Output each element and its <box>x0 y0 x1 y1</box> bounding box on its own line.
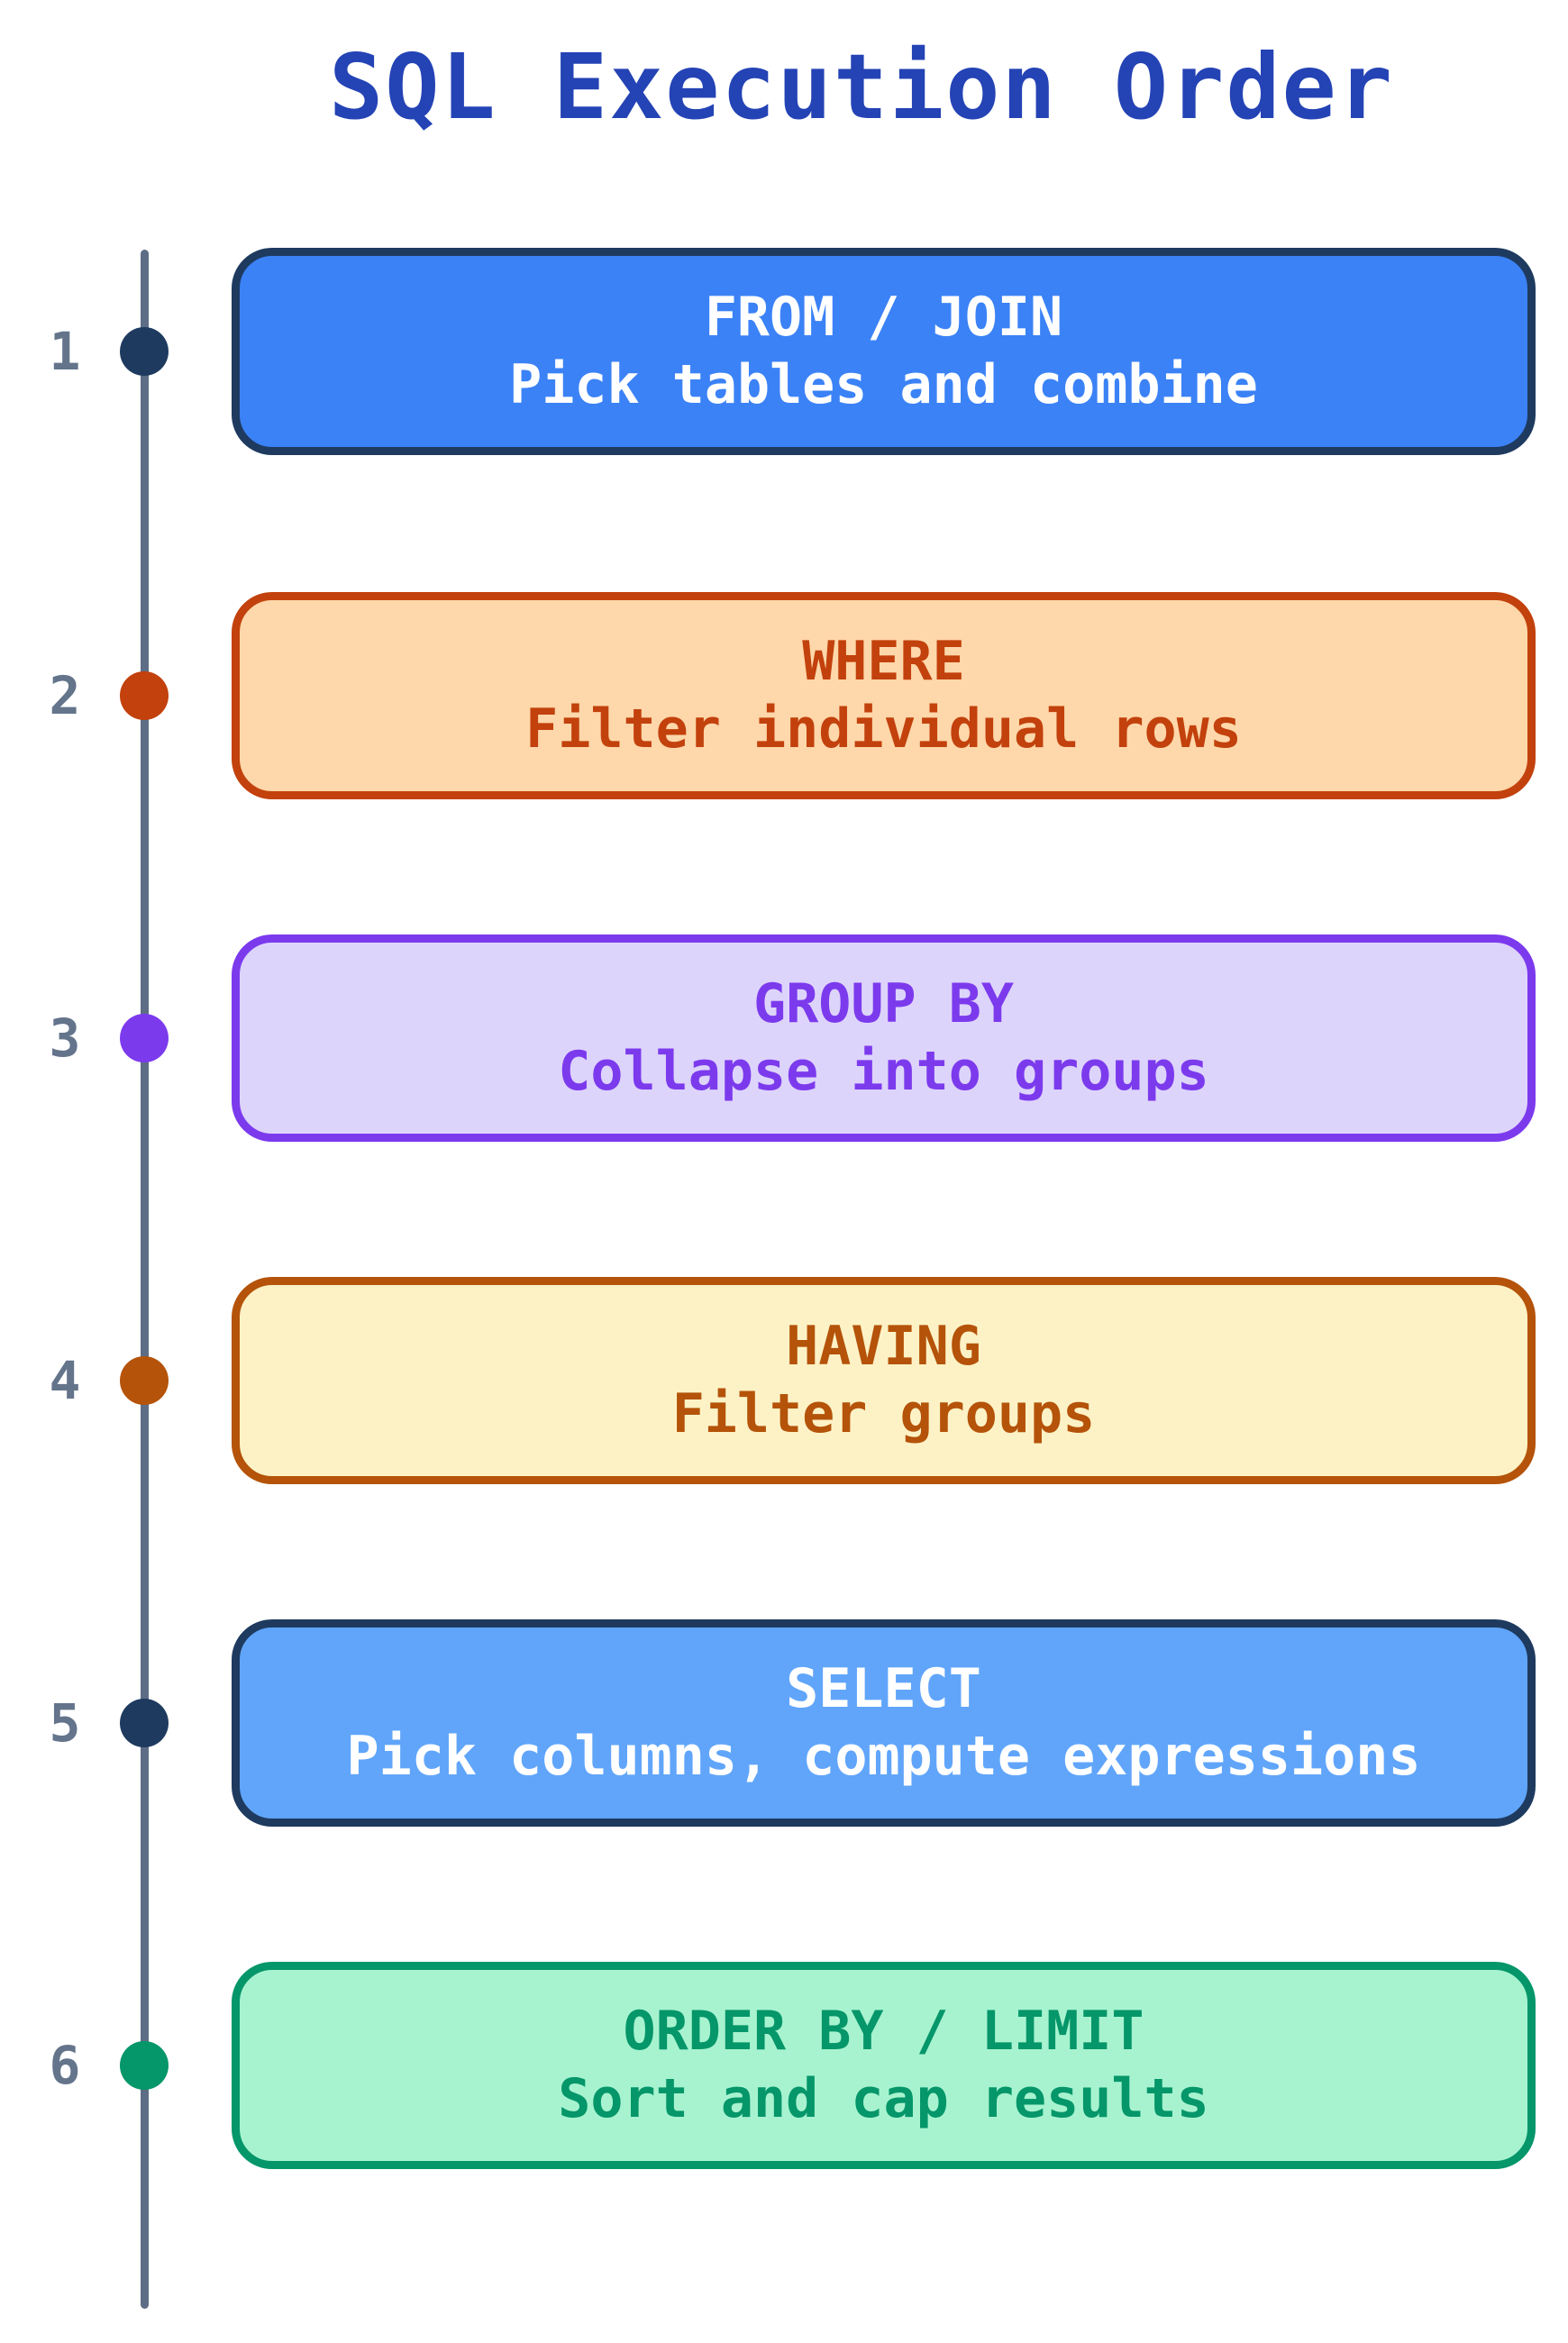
step-description: Collapse into groups <box>558 1040 1209 1103</box>
step-dot <box>120 327 169 376</box>
step-from-join: 1 FROM / JOIN Pick tables and combine <box>0 248 1568 455</box>
step-card: SELECT Pick columns, compute expressions <box>232 1619 1536 1827</box>
step-keyword: ORDER BY / LIMIT <box>623 2000 1144 2063</box>
step-order-by-limit: 6 ORDER BY / LIMIT Sort and cap results <box>0 1962 1568 2169</box>
timeline-line <box>141 250 149 2309</box>
step-number: 5 <box>49 1692 81 1754</box>
step-keyword: FROM / JOIN <box>704 286 1063 349</box>
step-dot <box>120 1356 169 1405</box>
step-number: 1 <box>49 321 81 382</box>
step-description: Filter individual rows <box>525 697 1242 761</box>
page-title: SQL Execution Order <box>329 34 1394 140</box>
step-keyword: GROUP BY <box>753 972 1014 1035</box>
step-having: 4 HAVING Filter groups <box>0 1277 1568 1484</box>
step-description: Filter groups <box>671 1382 1096 1445</box>
step-keyword: WHERE <box>802 630 965 693</box>
step-dot <box>120 1014 169 1062</box>
step-number: 3 <box>49 1007 81 1069</box>
step-dot <box>120 1699 169 1747</box>
step-dot <box>120 671 169 720</box>
step-number: 6 <box>49 2035 81 2096</box>
step-where: 2 WHERE Filter individual rows <box>0 592 1568 799</box>
step-card: GROUP BY Collapse into groups <box>232 934 1536 1142</box>
step-card: WHERE Filter individual rows <box>232 592 1536 799</box>
step-description: Pick columns, compute expressions <box>346 1725 1421 1788</box>
step-number: 2 <box>49 665 81 726</box>
step-number: 4 <box>49 1350 81 1411</box>
step-description: Pick tables and combine <box>509 353 1258 416</box>
step-description: Sort and cap results <box>558 2067 1209 2130</box>
step-card: ORDER BY / LIMIT Sort and cap results <box>232 1962 1536 2169</box>
step-card: FROM / JOIN Pick tables and combine <box>232 248 1536 455</box>
step-group-by: 3 GROUP BY Collapse into groups <box>0 934 1568 1142</box>
step-select: 5 SELECT Pick columns, compute expressio… <box>0 1619 1568 1827</box>
step-card: HAVING Filter groups <box>232 1277 1536 1484</box>
step-dot <box>120 2041 169 2090</box>
step-keyword: HAVING <box>786 1315 981 1378</box>
step-keyword: SELECT <box>786 1657 981 1720</box>
